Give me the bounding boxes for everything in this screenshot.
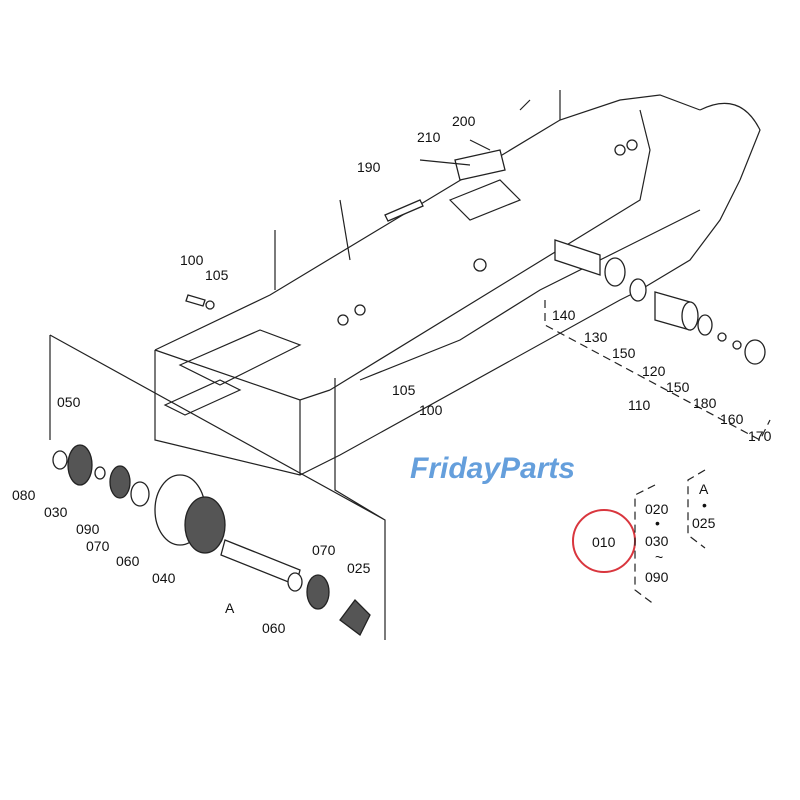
label-A: A <box>225 600 235 616</box>
label-025: 025 <box>347 560 371 576</box>
legend-group1-item: • <box>655 515 660 531</box>
label-030: 030 <box>44 504 68 520</box>
legend-group2-item: • <box>702 497 707 513</box>
label-130: 130 <box>584 329 608 345</box>
watermark-logo: FridayParts <box>410 452 575 485</box>
label-050: 050 <box>57 394 81 410</box>
label-060: 060 <box>262 620 286 636</box>
roller-assembly <box>49 334 386 640</box>
label-140: 140 <box>552 307 576 323</box>
label-150: 150 <box>612 345 636 361</box>
legend-group1-item: 090 <box>645 569 669 585</box>
label-070: 070 <box>312 542 336 558</box>
legend-group1-item: ~ <box>655 549 663 565</box>
label-170: 170 <box>748 428 772 444</box>
label-110: 110 <box>628 397 651 413</box>
label-120: 120 <box>642 363 666 379</box>
bolts <box>185 139 506 310</box>
label-105: 105 <box>392 382 416 398</box>
label-150: 150 <box>666 379 690 395</box>
label-100: 100 <box>180 252 204 268</box>
label-210: 210 <box>417 129 441 145</box>
idler-parts <box>544 239 771 441</box>
track-frame <box>154 90 761 476</box>
legend-group1-item: 030 <box>645 533 669 549</box>
label-090: 090 <box>76 521 100 537</box>
label-040: 040 <box>152 570 176 586</box>
label-160: 160 <box>720 411 744 427</box>
legend-group2-item: A <box>699 481 709 497</box>
part-labels: 200 210 190 100 105 140 130 150 120 150 … <box>12 113 772 636</box>
label-200: 200 <box>452 113 476 129</box>
legend-group2-item: 025 <box>692 515 716 531</box>
label-180: 180 <box>693 395 717 411</box>
label-105: 105 <box>205 267 229 283</box>
legend-group1-item: 020 <box>645 501 669 517</box>
label-070: 070 <box>86 538 110 554</box>
label-190: 190 <box>357 159 381 175</box>
legend: 010 020 • 030 ~ 090 A • 025 <box>572 469 716 606</box>
label-100: 100 <box>419 402 443 418</box>
label-060: 060 <box>116 553 140 569</box>
legend-main-part: 010 <box>592 534 616 550</box>
label-080: 080 <box>12 487 36 503</box>
